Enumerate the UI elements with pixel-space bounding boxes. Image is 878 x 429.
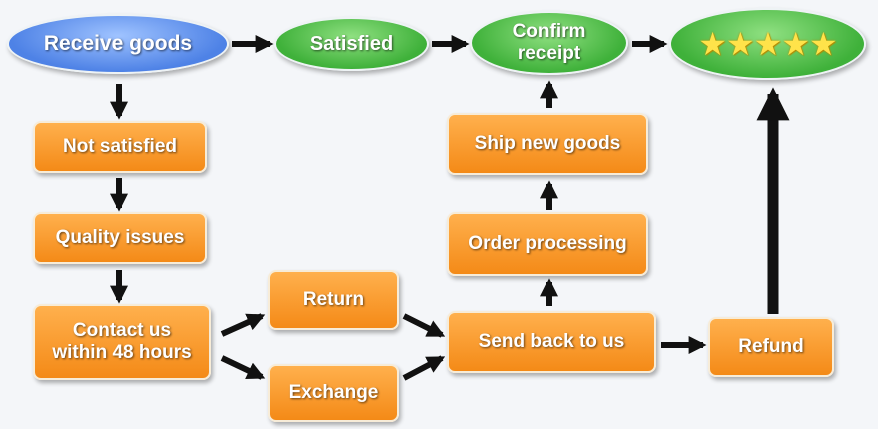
arrow-contact-to-return: [220, 313, 266, 337]
rating-node: ★★★★★: [669, 8, 866, 80]
order-processing-node: Order processing: [447, 212, 648, 276]
arrow-contact-to-exchange: [220, 355, 266, 380]
quality-issues-node: Quality issues: [33, 212, 207, 264]
refund-node: Refund: [708, 317, 834, 377]
satisfied-node: Satisfied: [274, 17, 429, 71]
return-node: Return: [268, 270, 399, 330]
exchange-node: Exchange: [268, 364, 399, 422]
contact-us-node: Contact us within 48 hours: [33, 304, 211, 380]
receive-goods-node: Receive goods: [7, 14, 229, 74]
confirm-receipt-node: Confirm receipt: [470, 11, 628, 75]
ship-new-goods-node: Ship new goods: [447, 113, 648, 175]
not-satisfied-node: Not satisfied: [33, 121, 207, 173]
send-back-node: Send back to us: [447, 311, 656, 373]
arrow-exchange-to-send: [402, 355, 446, 381]
arrow-return-to-send: [402, 313, 446, 338]
